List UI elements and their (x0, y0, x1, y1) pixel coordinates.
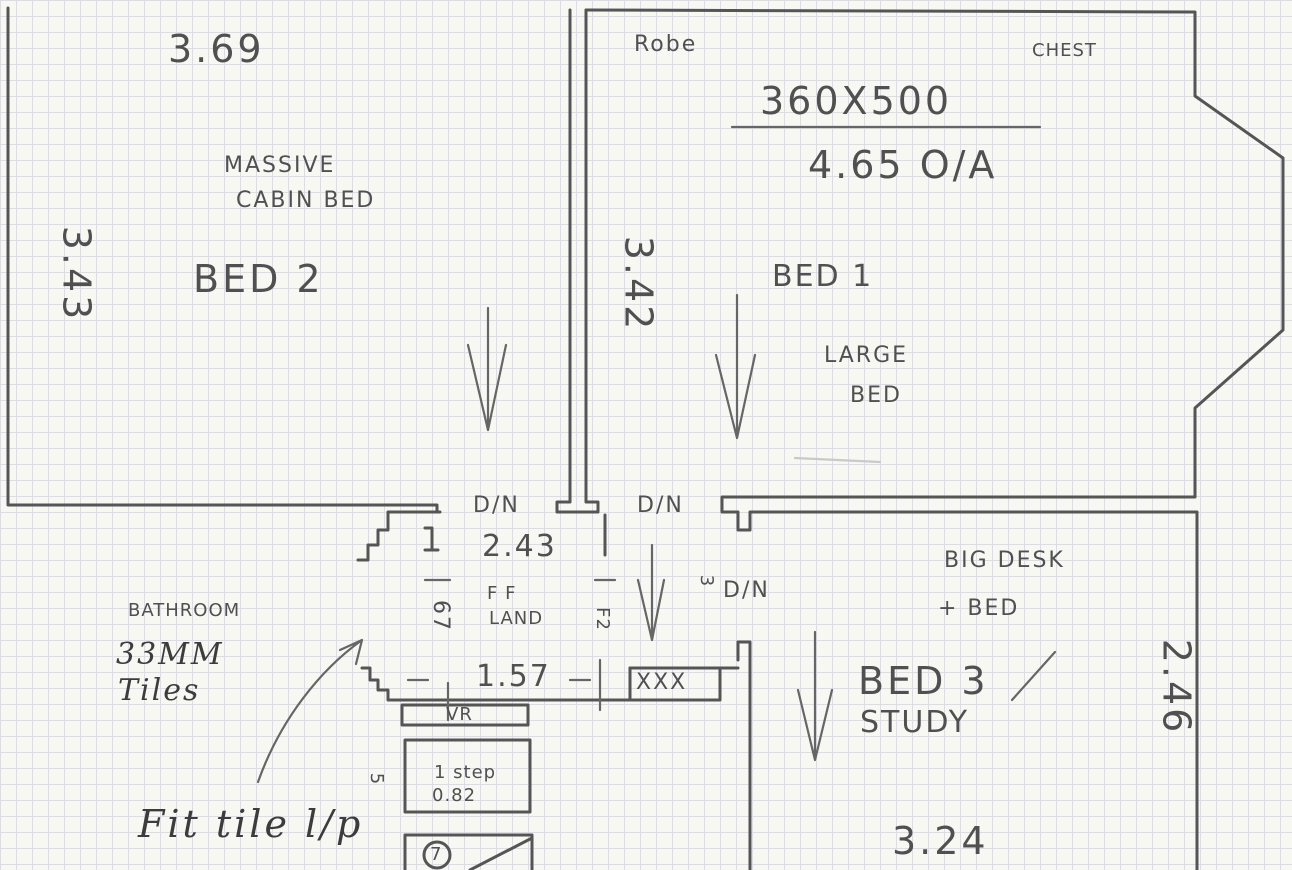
bed2-depth-dimension: 3.43 (54, 225, 99, 323)
bathroom-tiles-line1: 33MM (116, 637, 224, 672)
bed3-walls (720, 505, 1199, 870)
door-label-bed1: D/N (637, 493, 684, 518)
partition-wall (555, 8, 600, 514)
landing-width-dimension: 2.43 (482, 529, 557, 564)
bed2-note-line1: MASSIVE (224, 153, 336, 178)
arrow-landing (636, 543, 666, 642)
bed1-size: 360X500 (760, 79, 953, 123)
bathroom-name: BATHROOM (128, 600, 241, 621)
bed1-walls (584, 8, 1285, 509)
bed3-note-line1: BIG DESK (944, 548, 1065, 573)
bed1-overall: 4.65 O/A (808, 143, 998, 187)
bed1-room-name: BED 1 (772, 259, 874, 294)
arrow-bed3 (796, 630, 834, 762)
bed2-room-name: BED 2 (193, 257, 324, 301)
arrow-bed2 (466, 306, 508, 432)
bathroom-tiles-line2: Tiles (118, 673, 201, 708)
tile-note-arrow (256, 638, 364, 784)
bed3-name-line2: STUDY (860, 705, 970, 740)
cupboard-outline (628, 666, 722, 702)
bed1-robe-label: Robe (634, 32, 698, 57)
vr-label: VR (446, 704, 473, 725)
stair-number-circle (422, 840, 452, 870)
step-number: 5 (366, 772, 388, 786)
step-box (403, 738, 532, 814)
landing-side-right: F2 (591, 607, 613, 631)
arrow-bed1 (714, 293, 757, 440)
step-label-line1: 1 step (434, 762, 497, 783)
bed3-depth-dimension: 2.46 (1154, 638, 1199, 736)
door-bed3-marker: 3 (696, 574, 718, 588)
stair-diagonal (468, 836, 534, 870)
bed1-chest-label: CHEST (1032, 40, 1097, 61)
bed2-walls (6, 10, 439, 514)
desk-slash (1010, 650, 1057, 702)
landing-side-left: 67 (428, 600, 453, 632)
cupboard-label: XXX (636, 670, 688, 695)
bed3-wall-left (736, 640, 752, 870)
stair-box (403, 833, 534, 870)
tile-note: Fit tile l/p (138, 802, 364, 846)
bed1-depth-dimension: 3.42 (616, 235, 661, 333)
vr-box (400, 703, 530, 727)
faint-arrow (793, 456, 882, 464)
landing-bottom-dimension: 1.57 (476, 659, 551, 694)
landing-label-line2: LAND (489, 608, 544, 629)
door-label-bed3: D/N (723, 578, 770, 603)
bed1-note-line1: LARGE (824, 343, 909, 368)
bed1-note-line2: BED (850, 383, 902, 408)
bed2-width-dimension: 3.69 (168, 27, 265, 71)
landing-label-line1: F F (487, 583, 517, 604)
landing-mark-left (423, 526, 440, 552)
step-label-line2: 0.82 (432, 785, 477, 806)
bed3-name-line1: BED 3 (858, 659, 989, 703)
door-label-bed2: D/N (473, 493, 520, 518)
bed2-note-line2: CABIN BED (236, 188, 376, 213)
bed3-width-dimension: 3.24 (892, 819, 989, 863)
stair-number: 7 (430, 844, 443, 865)
landing-stairs-top (356, 510, 442, 562)
landing-dashes (406, 578, 617, 712)
bed3-note-line2: + BED (938, 596, 1020, 621)
